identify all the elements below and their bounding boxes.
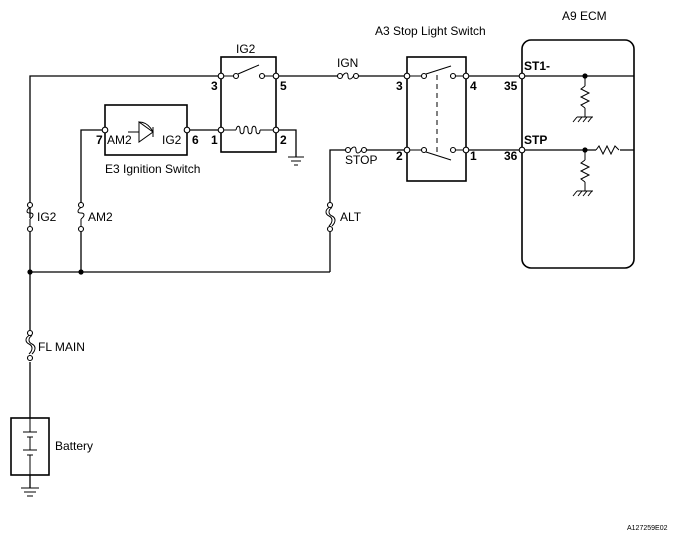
stop-light-switch-box	[406, 56, 467, 182]
fuse-ign	[336, 72, 360, 80]
sls-pin-1-label: 1	[470, 149, 477, 163]
figure-code: A127259E02	[627, 525, 668, 532]
ecm-st1-label: ST1-	[524, 59, 550, 73]
ecm-title: A9 ECM	[562, 9, 607, 23]
relay-pin-5-label: 5	[280, 79, 287, 93]
relay-coil	[221, 125, 276, 135]
sls-pin-2	[403, 146, 411, 154]
ignition-switch-pin-6-label: 6	[192, 133, 199, 147]
ecm-pin-36-label: 36	[504, 149, 518, 163]
relay-pin-3	[217, 72, 225, 80]
ignition-switch-pin-7	[101, 126, 109, 134]
ignition-switch-box	[104, 104, 188, 156]
fuse-am2-label: AM2	[88, 210, 113, 224]
relay-pin-3-label: 3	[211, 79, 218, 93]
junction-dot	[78, 269, 84, 275]
ecm-box	[521, 39, 635, 269]
sls-pin-1	[462, 146, 470, 154]
fuse-stop-label: STOP	[345, 153, 377, 167]
ignition-switch-pin-6	[183, 126, 191, 134]
ecm-stp-pulldown	[572, 150, 593, 197]
wires	[29, 75, 634, 488]
fuse-am2	[77, 201, 85, 233]
sls-pin-4-label: 4	[470, 79, 477, 93]
ignition-switch-ig2-label: IG2	[162, 133, 182, 147]
fuse-stop	[344, 146, 368, 154]
ignition-switch-am2-label: AM2	[107, 133, 132, 147]
sls-pin-3	[403, 72, 411, 80]
relay-pin-2-label: 2	[280, 133, 287, 147]
sls-pin-2-label: 2	[396, 149, 403, 163]
sls-pin-4	[462, 72, 470, 80]
fuse-ig2-label: IG2	[37, 210, 57, 224]
fuse-fl-main-label: FL MAIN	[38, 340, 85, 354]
ecm-stp-series-resistor	[595, 144, 620, 156]
fuse-alt-label: ALT	[340, 210, 362, 224]
sls-pin-3-label: 3	[396, 79, 403, 93]
relay-pin-1	[217, 126, 225, 134]
ecm-st1-pulldown	[572, 76, 593, 123]
ecm-pin-35-label: 35	[504, 79, 518, 93]
ground-symbol-battery	[21, 487, 39, 497]
relay-pin-2	[272, 126, 280, 134]
ground-symbol-relay	[288, 156, 304, 166]
ignition-switch-pin-7-label: 7	[96, 133, 103, 147]
ecm-pin-35	[518, 72, 526, 80]
battery-title: Battery	[55, 439, 93, 453]
stop-light-switch-title: A3 Stop Light Switch	[375, 24, 486, 38]
fuse-ign-label: IGN	[337, 56, 358, 70]
ecm-stp-label: STP	[524, 133, 547, 147]
battery-cells	[23, 418, 37, 475]
fuse-fl-main	[25, 329, 36, 362]
relay-contact	[221, 64, 276, 80]
relay-pin-1-label: 1	[211, 133, 218, 147]
ig2-relay-box	[220, 56, 277, 153]
fuse-ig2	[26, 201, 34, 233]
fuse-alt	[325, 201, 336, 233]
ecm-pin-36	[518, 146, 526, 154]
junction-dot	[27, 269, 33, 275]
ignition-switch-contact	[128, 121, 154, 143]
relay-title: IG2	[236, 42, 256, 56]
stop-light-switch-contacts	[407, 65, 466, 161]
ignition-switch-title: E3 Ignition Switch	[105, 162, 200, 176]
relay-pin-5	[272, 72, 280, 80]
